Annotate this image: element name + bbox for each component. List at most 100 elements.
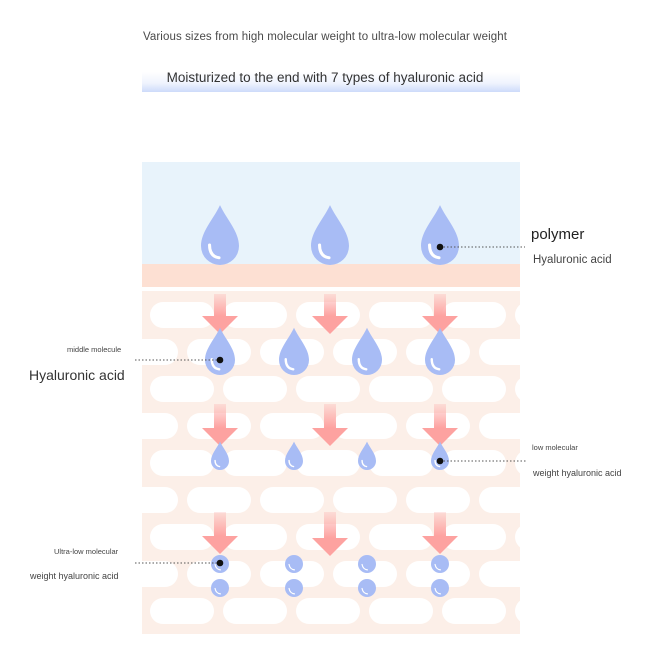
- drop-highlight: [434, 459, 441, 468]
- water-bead: [285, 579, 303, 597]
- skin-cell: [150, 524, 214, 550]
- bead-highlight: [214, 587, 222, 595]
- arrow-shaft: [434, 404, 446, 428]
- middle-drop: [279, 327, 309, 375]
- drop-highlight: [284, 358, 295, 371]
- water-bead: [358, 555, 376, 573]
- skin-cell: [406, 561, 470, 587]
- water-bead: [285, 555, 303, 573]
- skin-cell: [333, 413, 397, 439]
- drop-highlight: [357, 358, 368, 371]
- skin-cell: [142, 413, 178, 439]
- arrow-head: [312, 428, 348, 446]
- bead-body: [285, 555, 303, 573]
- down-arrow: [202, 294, 238, 334]
- drop-highlight: [361, 459, 368, 468]
- arrow-head: [202, 428, 238, 446]
- middle-drop: [425, 327, 455, 375]
- label-polymer-line2: Hyaluronic acid: [533, 254, 612, 266]
- skin-cell: [442, 598, 506, 624]
- skin-cell: [296, 450, 360, 476]
- bead-highlight: [288, 587, 296, 595]
- water-bead: [431, 555, 449, 573]
- leader: [436, 243, 525, 251]
- down-arrow: [422, 404, 458, 446]
- label-ultra-line2: weight hyaluronic acid: [30, 571, 119, 581]
- skin-cell: [479, 487, 520, 513]
- leader-lines: [135, 243, 526, 567]
- drop-highlight: [288, 459, 295, 468]
- skin-cell: [479, 561, 520, 587]
- label-polymer-line1: polymer: [531, 226, 585, 243]
- label-ultra-line1: Ultra-low molecular: [54, 547, 119, 556]
- skin-cell: [442, 524, 506, 550]
- middle-drop: [352, 327, 382, 375]
- arrow-head: [312, 538, 348, 556]
- skin-cell: [223, 376, 287, 402]
- down-arrow: [202, 404, 238, 446]
- skin-cell: [515, 378, 520, 400]
- bead-highlight: [361, 563, 369, 571]
- drop-highlight: [428, 243, 441, 260]
- skin-cell: [260, 413, 324, 439]
- skin-cell: [515, 452, 520, 474]
- arrow-shaft: [434, 294, 446, 316]
- bead-highlight: [434, 587, 442, 595]
- hyaluronic-acid-drops: [201, 205, 459, 597]
- arrow-head: [202, 316, 238, 334]
- skin-cell: [150, 450, 214, 476]
- skin-cell: [223, 524, 287, 550]
- skin-cell: [142, 561, 178, 587]
- skin-cell: [369, 376, 433, 402]
- skin-cell: [442, 450, 506, 476]
- skin-cell: [406, 487, 470, 513]
- polymer-drop: [311, 205, 349, 265]
- skin-cell: [150, 302, 214, 328]
- drop-highlight: [210, 358, 221, 371]
- skin-cell: [333, 561, 397, 587]
- leader: [135, 356, 224, 364]
- polymer-drop: [201, 205, 239, 265]
- skin-cell: [223, 450, 287, 476]
- skin-cell: [223, 598, 287, 624]
- drop-highlight: [214, 459, 221, 468]
- skin-surface-band: [142, 264, 520, 287]
- drop-highlight: [430, 358, 441, 371]
- skin-cell: [515, 304, 520, 326]
- label-middle-line2: Hyaluronic acid: [29, 367, 125, 383]
- arrow-shaft: [214, 294, 226, 316]
- skin-cell: [369, 598, 433, 624]
- skin-cell: [296, 598, 360, 624]
- polymer-drop: [421, 205, 459, 265]
- skin-cells: [142, 302, 520, 624]
- drop-highlight: [208, 243, 221, 260]
- arrow-head: [312, 316, 348, 334]
- water-bead: [431, 579, 449, 597]
- bead-body: [358, 579, 376, 597]
- low-drop: [285, 441, 303, 470]
- low-drop: [358, 441, 376, 470]
- bead-highlight: [288, 563, 296, 571]
- down-arrow: [202, 512, 238, 554]
- leader-dot: [436, 243, 444, 251]
- bead-body: [211, 579, 229, 597]
- down-arrow: [312, 404, 348, 446]
- bead-highlight: [361, 587, 369, 595]
- arrow-head: [202, 536, 238, 554]
- down-arrow: [422, 512, 458, 554]
- bead-body: [431, 555, 449, 573]
- arrow-shaft: [324, 404, 336, 428]
- skin-cell: [369, 524, 433, 550]
- bead-body: [431, 579, 449, 597]
- skin-cell: [187, 487, 251, 513]
- bead-body: [285, 579, 303, 597]
- down-arrow: [312, 294, 348, 334]
- middle-drop: [205, 327, 235, 375]
- skin-cell: [369, 450, 433, 476]
- skin-cell: [150, 376, 214, 402]
- skin-cell: [479, 339, 520, 365]
- skin-cell: [260, 561, 324, 587]
- arrow-head: [422, 316, 458, 334]
- bead-body: [358, 555, 376, 573]
